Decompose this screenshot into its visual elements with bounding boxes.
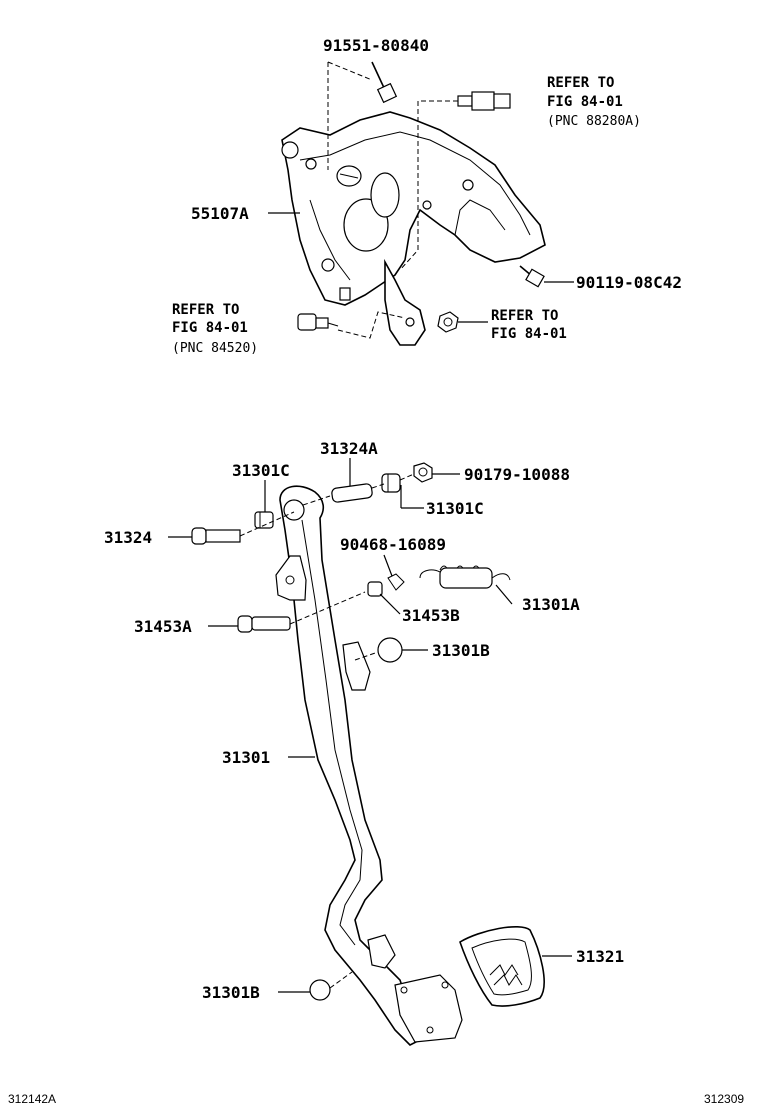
label-refer-left-1: REFER TO <box>172 302 239 318</box>
label-31301B-upper: 31301B <box>432 641 490 660</box>
bushing-31301C-left <box>254 511 274 529</box>
label-refer-right-1: REFER TO <box>491 308 558 324</box>
stop-lamp-switch <box>457 91 511 111</box>
pedal-pad-31321 <box>459 926 545 1007</box>
label-31453B: 31453B <box>402 606 460 625</box>
label-refer-right-2: FIG 84-01 <box>491 326 567 342</box>
bolt-91551 <box>371 61 398 104</box>
label-refer-top-3: (PNC 88280A) <box>547 114 641 129</box>
label-90468-16089: 90468-16089 <box>340 535 446 554</box>
label-31301: 31301 <box>222 748 270 767</box>
label-31301C-right: 31301C <box>426 499 484 518</box>
figure-code-right: 312309 <box>704 1092 744 1106</box>
label-refer-top-2: FIG 84-01 <box>547 94 623 110</box>
bushing-31301C-right <box>381 473 401 493</box>
figure-code-left: 312142A <box>8 1092 56 1106</box>
label-refer-left-3: (PNC 84520) <box>172 341 258 356</box>
bolt-90119 <box>519 265 545 288</box>
label-90179-10088: 90179-10088 <box>464 465 570 484</box>
bushing-31453B <box>367 581 383 597</box>
pin-31453A <box>237 615 291 633</box>
sensor-left <box>297 313 339 331</box>
label-31301A: 31301A <box>522 595 580 614</box>
collar-31324A <box>331 483 373 503</box>
label-refer-left-2: FIG 84-01 <box>172 320 248 336</box>
label-90119-08C42: 90119-08C42 <box>576 273 682 292</box>
stopper-31301B-upper <box>377 637 403 663</box>
label-31324A: 31324A <box>320 439 378 458</box>
stopper-31301B-lower <box>309 979 331 1001</box>
pedal-bracket-assembly <box>281 61 546 346</box>
label-31301B-lower: 31301B <box>202 983 260 1002</box>
nut-right <box>437 311 459 333</box>
spring-31301A <box>419 565 511 589</box>
nut-90179 <box>413 462 433 483</box>
label-31301C-left: 31301C <box>232 461 290 480</box>
label-31453A: 31453A <box>134 617 192 636</box>
label-31324: 31324 <box>104 528 152 547</box>
label-55107A: 55107A <box>191 204 249 223</box>
clip-90468 <box>387 573 405 591</box>
bolt-31324 <box>191 527 241 545</box>
label-refer-top-1: REFER TO <box>547 75 614 91</box>
brake-pedal-assembly <box>275 485 463 1046</box>
label-31321: 31321 <box>576 947 624 966</box>
label-91551-80840: 91551-80840 <box>323 36 429 55</box>
